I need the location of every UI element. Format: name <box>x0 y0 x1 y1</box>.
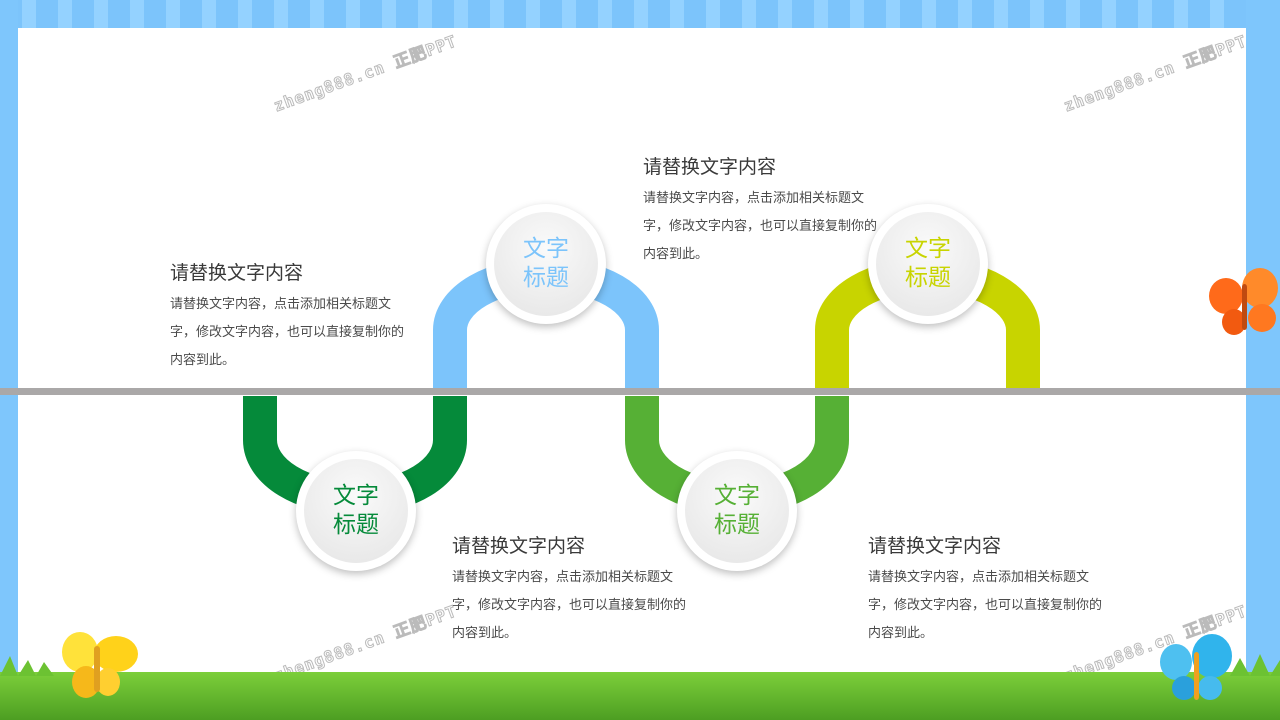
step-text-3: 请替换文字内容请替换文字内容，点击添加相关标题文字，修改文字内容，也可以直接复制… <box>452 531 687 648</box>
left-border <box>0 0 18 720</box>
step-text-1: 请替换文字内容请替换文字内容，点击添加相关标题文字，修改文字内容，也可以直接复制… <box>170 258 405 375</box>
circle-label: 标题 <box>905 265 951 291</box>
step-body: 请替换文字内容，点击添加相关标题文字，修改文字内容，也可以直接复制你的内容到此。 <box>868 570 1103 641</box>
step-circle-2: 文字标题 <box>486 204 606 324</box>
step-text-4: 请替换文字内容请替换文字内容，点击添加相关标题文字，修改文字内容，也可以直接复制… <box>868 531 1103 648</box>
circle-label: 文字 <box>523 236 569 262</box>
step-body: 请替换文字内容，点击添加相关标题文字，修改文字内容，也可以直接复制你的内容到此。 <box>170 297 405 368</box>
blue-butterfly-icon <box>1160 634 1232 700</box>
circle-label: 文字 <box>905 236 951 262</box>
step-text-2: 请替换文字内容请替换文字内容，点击添加相关标题文字，修改文字内容，也可以直接复制… <box>643 152 878 269</box>
timeline-axis <box>0 388 1280 395</box>
step-title: 请替换文字内容 <box>452 535 586 557</box>
step-circle-3: 文字标题 <box>677 451 797 571</box>
circle-label: 标题 <box>523 265 569 291</box>
step-circle-1: 文字标题 <box>296 451 416 571</box>
circle-label: 标题 <box>333 512 379 538</box>
circle-label: 文字 <box>333 483 379 509</box>
step-title: 请替换文字内容 <box>643 156 777 178</box>
step-circle-4: 文字标题 <box>868 204 988 324</box>
step-body: 请替换文字内容，点击添加相关标题文字，修改文字内容，也可以直接复制你的内容到此。 <box>452 570 687 641</box>
step-body: 请替换文字内容，点击添加相关标题文字，修改文字内容，也可以直接复制你的内容到此。 <box>643 191 878 262</box>
step-title: 请替换文字内容 <box>868 535 1002 557</box>
circle-label: 标题 <box>714 512 760 538</box>
step-title: 请替换文字内容 <box>170 262 304 284</box>
yellow-butterfly-icon <box>62 632 138 698</box>
grass-decoration <box>0 654 1280 720</box>
circle-label: 文字 <box>714 483 760 509</box>
orange-butterfly-icon <box>1209 268 1278 335</box>
right-border <box>1246 0 1280 720</box>
